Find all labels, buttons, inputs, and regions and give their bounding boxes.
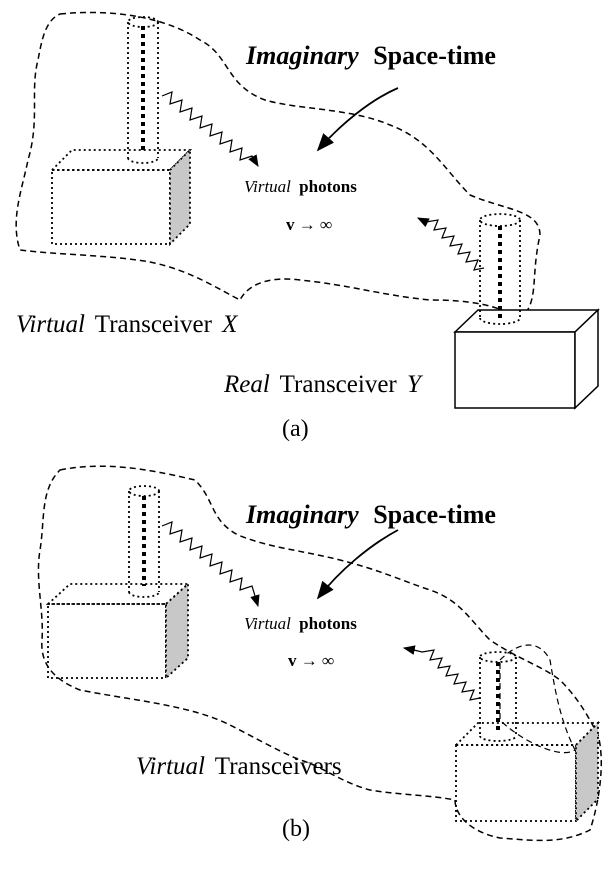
caption-a: (a) <box>282 416 309 442</box>
box-top-face <box>453 722 601 746</box>
photon-wave-from-left <box>161 521 260 608</box>
box-top-face <box>453 309 600 333</box>
imaginary-pointer-arrow-b <box>316 529 399 600</box>
imaginary-region-outline-b <box>37 465 602 842</box>
virtual-transceiver-right <box>453 651 601 824</box>
box-top-face <box>45 583 191 605</box>
box-side-face <box>169 147 191 247</box>
antenna-top <box>127 16 159 28</box>
antenna-top <box>479 651 517 663</box>
box-side-face <box>574 308 599 410</box>
box-top-face <box>49 149 193 171</box>
box-side-face <box>575 720 599 824</box>
velocity-limit-b: v → ∞ <box>288 651 334 670</box>
panel-b: Imaginary Space-time Virtual photons v →… <box>37 465 602 842</box>
real-transceiver-y <box>453 213 600 410</box>
imaginary-region-outline-a <box>15 11 541 321</box>
velocity-limit-a: v → ∞ <box>286 215 332 234</box>
real-transceiver-y-label: Real Transceiver Y <box>223 371 424 398</box>
imaginary-pointer-arrow <box>316 87 399 152</box>
virtual-photons-label-b: Virtual photons <box>244 614 357 633</box>
imaginary-region-inner-b <box>499 644 576 754</box>
box-front-face <box>51 169 171 245</box>
panel-a: Imaginary Space-time Virtual photons v →… <box>15 11 600 442</box>
virtual-transceiver-left <box>45 485 191 681</box>
virtual-transceiver-x <box>49 16 193 247</box>
virtual-transceiver-x-label: Virtual Transceiver X <box>16 311 239 338</box>
box-front-face <box>455 744 577 822</box>
photon-wave-from-right <box>402 645 481 701</box>
photon-wave-from-y <box>416 217 485 271</box>
box-front-face <box>47 603 167 679</box>
caption-b: (b) <box>282 816 310 842</box>
imaginary-space-time-title-b: Imaginary Space-time <box>245 500 496 529</box>
antenna-top <box>128 485 160 497</box>
box-side-face <box>165 581 189 681</box>
virtual-transceivers-label: Virtual Transceivers <box>136 753 342 780</box>
imaginary-space-time-title-a: Imaginary Space-time <box>245 41 496 70</box>
photon-wave-from-x <box>161 91 259 168</box>
box-front-face <box>454 331 576 409</box>
virtual-photons-label-a: Virtual photons <box>244 177 357 196</box>
